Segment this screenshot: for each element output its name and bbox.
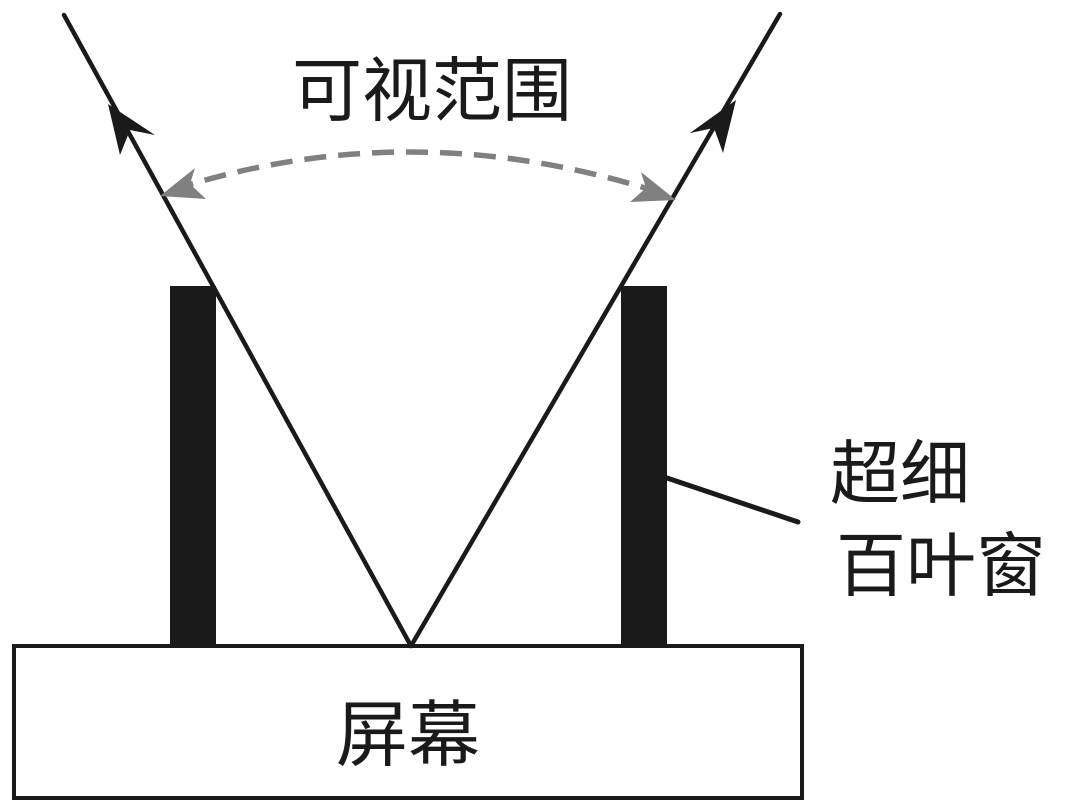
louver-label-line1: 超细 [830,433,970,515]
louver-leader-line [664,475,801,525]
screen-box [12,644,804,800]
ray-left-arrowhead-icon [108,104,155,155]
louver-label-line2: 百叶窗 [836,525,1046,607]
ray-right-arrowhead-icon [690,100,736,153]
viewing-range-arc [170,149,666,197]
louver-slat-right [621,286,667,648]
viewing-range-label: 可视范围 [292,50,572,132]
range-arrowhead-left-icon [160,168,206,199]
screen-label: 屏幕 [336,693,480,777]
range-arrowhead-right-icon [630,172,676,202]
louver-slat-left [170,286,216,648]
